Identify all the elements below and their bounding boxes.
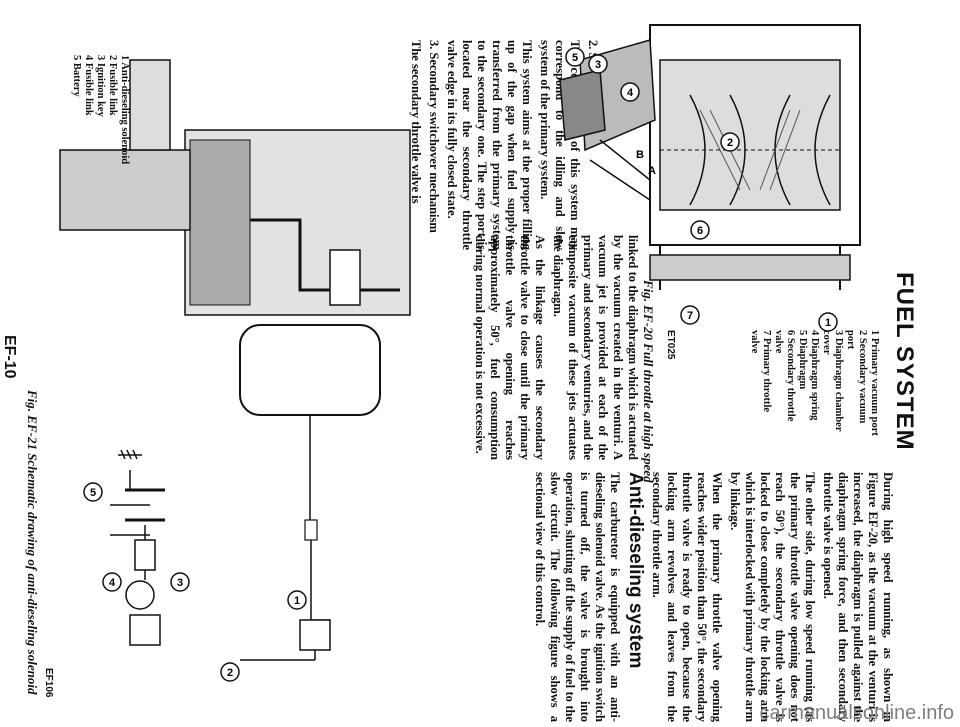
fig21-code: EF106 [43,668,54,698]
label-a: A [648,165,656,177]
label-b: B [636,149,644,161]
callout-label: 1 [825,317,831,329]
callout-label: 5 [90,487,96,499]
fig20-carburetor-drawing [559,24,861,290]
callout-label: 3 [595,59,601,71]
callout-label: 7 [687,310,693,322]
callout-label: 1 [294,595,300,607]
legend-item: 1 Anti-dieseling solenoid [119,55,130,165]
legend-item: 3 Ignition key [95,55,106,117]
callout-label: 4 [627,87,634,99]
callout-label: 2 [227,667,233,679]
fig21-callouts: 1 2 3 4 5 [83,482,307,682]
page-number: EF-10 [1,335,18,379]
fig21-legend: 1 Anti-dieseling solenoid 2 Fusible link… [70,55,130,215]
fig21-solenoid-drawing [59,59,411,661]
callout-label: 2 [727,137,733,149]
fig21-caption: Fig. EF-21 Schematic drawing of anti-die… [25,390,40,695]
callout-label: 5 [572,52,578,64]
legend-item: 5 Battery [71,55,82,97]
fig20-callouts: 1 2 3 4 5 6 7 A B [565,47,838,332]
legend-item: 2 Fusible link [107,55,118,116]
callout-label: 6 [697,225,703,237]
legend-item: 4 Fusible link [83,55,94,116]
watermark: carmanualsonline.info [759,702,954,724]
callout-label: 3 [177,577,183,589]
callout-label: 4 [109,577,116,589]
